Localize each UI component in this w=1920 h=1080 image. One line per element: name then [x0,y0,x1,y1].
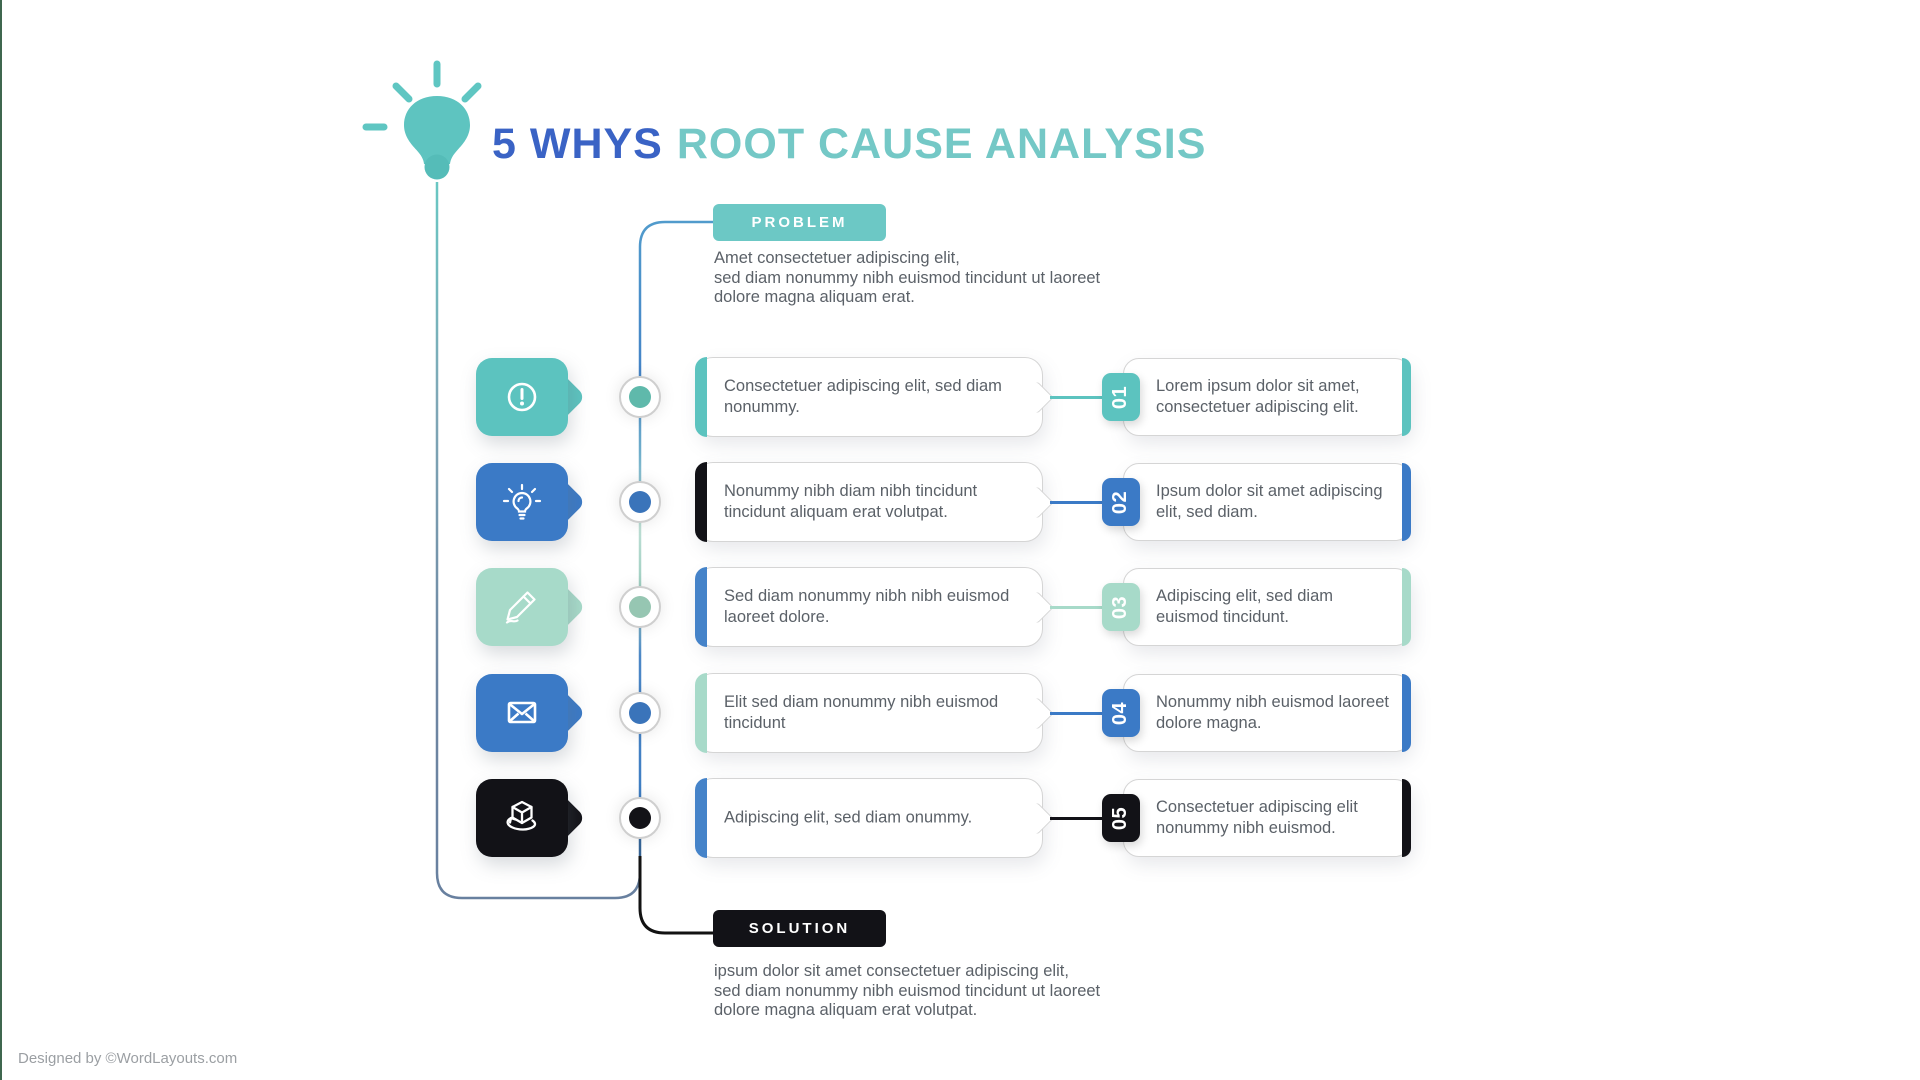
right-accent-bar [1402,463,1411,541]
timeline-node [619,797,661,839]
right-accent-bar [1402,358,1411,436]
badge-number: 04 [1109,701,1132,725]
why-text: Consectetuer adipiscing elit, sed diam n… [724,377,1002,416]
arrow-point [1021,697,1054,730]
arrow-point [1021,802,1054,835]
answer-box: Consectetuer adipiscing elit nonummy nib… [1123,779,1411,857]
node-dot [629,807,651,829]
why-box: Elit sed diam nonummy nibh euismod tinci… [695,673,1054,753]
why-row-4: Elit sed diam nonummy nibh euismod tinci… [0,673,1920,753]
row-connector-line [1050,605,1106,609]
right-accent-bar [1402,568,1411,646]
badge-number: 03 [1109,595,1132,619]
number-badge: 04 [1102,689,1140,737]
page-edge-line [0,0,2,1080]
number-badge: 02 [1102,478,1140,526]
left-accent-bar [695,778,707,858]
solution-label: SOLUTION [713,910,886,947]
node-dot [629,702,651,724]
left-accent-bar [695,673,707,753]
title-part-2: ROOT CAUSE ANALYSIS [676,120,1207,168]
problem-label: PROBLEM [713,204,886,241]
answer-box: Adipiscing elit, sed diam euismod tincid… [1123,568,1411,646]
why-row-2: Nonummy nibh diam nibh tincidunt tincidu… [0,462,1920,542]
page-title: 5 WHYS ROOT CAUSE ANALYSIS [492,120,1206,169]
badge-number: 02 [1109,490,1132,514]
timeline-node [619,586,661,628]
title-part-1: 5 WHYS [492,120,663,168]
arrow-point [1021,381,1054,414]
right-accent-bar [1402,674,1411,752]
timeline-node [619,481,661,523]
solution-text: ipsum dolor sit amet consectetuer adipis… [714,962,1101,1019]
row-connector-line [1050,395,1106,399]
timeline-node [619,692,661,734]
node-dot [629,386,651,408]
row-connector-line [1050,816,1106,820]
why-box: Nonummy nibh diam nibh tincidunt tincidu… [695,462,1054,542]
why-row-3: Sed diam nonummy nibh nibh euismod laore… [0,567,1920,647]
node-dot [629,491,651,513]
why-text: Sed diam nonummy nibh nibh euismod laore… [724,587,1010,626]
number-badge: 05 [1102,794,1140,842]
answer-text: Ipsum dolor sit amet adipiscing elit, se… [1156,482,1383,521]
answer-box: Lorem ipsum dolor sit amet, consectetuer… [1123,358,1411,436]
why-text: Nonummy nibh diam nibh tincidunt tincidu… [724,482,978,521]
why-text: Elit sed diam nonummy nibh euismod tinci… [724,693,999,732]
timeline-spine-wire [638,220,714,858]
timeline-node [619,376,661,418]
answer-text: Consectetuer adipiscing elit nonummy nib… [1156,798,1358,837]
arrow-point [1021,486,1054,519]
why-box: Sed diam nonummy nibh nibh euismod laore… [695,567,1054,647]
node-dot [629,596,651,618]
solution-wire [638,856,714,935]
answer-text: Adipiscing elit, sed diam euismod tincid… [1156,587,1334,626]
answer-text: Lorem ipsum dolor sit amet, consectetuer… [1156,377,1360,416]
designer-credit: Designed by ©WordLayouts.com [18,1050,238,1067]
left-accent-bar [695,462,707,542]
lightbulb-idea-icon [362,60,482,180]
envelope-icon [476,674,568,752]
answer-box: Nonummy nibh euismod laoreet dolore magn… [1123,674,1411,752]
row-connector-line [1050,711,1106,715]
badge-number: 01 [1109,385,1132,409]
number-badge: 01 [1102,373,1140,421]
problem-text: Amet consectetuer adipiscing elit, sed d… [714,249,1101,306]
row-connector-line [1050,500,1106,504]
arrow-point [1021,591,1054,624]
why-row-5: Adipiscing elit, sed diam onummy. 05 Con… [0,778,1920,858]
cube-rotate-icon [476,779,568,857]
badge-number: 05 [1109,806,1132,830]
why-box: Consectetuer adipiscing elit, sed diam n… [695,357,1054,437]
why-row-1: Consectetuer adipiscing elit, sed diam n… [0,357,1920,437]
left-accent-bar [695,357,707,437]
alert-icon [476,358,568,436]
left-accent-bar [695,567,707,647]
right-accent-bar [1402,779,1411,857]
why-box: Adipiscing elit, sed diam onummy. [695,778,1054,858]
why-text: Adipiscing elit, sed diam onummy. [724,808,973,827]
number-badge: 03 [1102,583,1140,631]
answer-text: Nonummy nibh euismod laoreet dolore magn… [1156,693,1389,732]
pencil-icon [476,568,568,646]
lightbulb-icon [476,463,568,541]
answer-box: Ipsum dolor sit amet adipiscing elit, se… [1123,463,1411,541]
